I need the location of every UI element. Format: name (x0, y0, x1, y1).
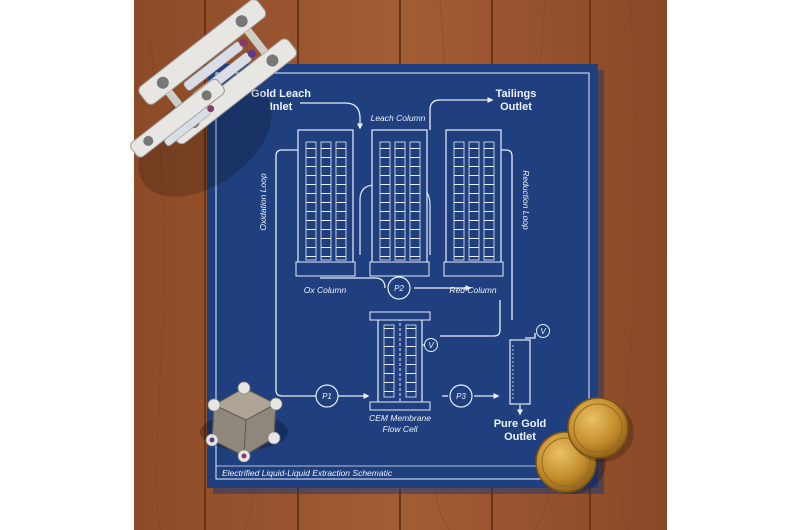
gold-label-line2: Outlet (504, 431, 536, 443)
inlet-label-line1: Gold Leach (251, 88, 311, 100)
ox-column-label: Ox Column (304, 285, 347, 295)
gold-label-line1: Pure Gold (494, 418, 547, 430)
gold-coin-icon (535, 397, 634, 494)
voltage-source-cell: V (424, 338, 438, 352)
voltage-1-label: V (428, 341, 434, 350)
red-column (443, 129, 504, 277)
gold-collector (509, 339, 531, 405)
inlet-label-line2: Inlet (270, 101, 293, 113)
tailings-label-line2: Outlet (500, 101, 532, 113)
tailings-label-line1: Tailings (496, 88, 537, 100)
syringe-robot-icon (130, 0, 297, 197)
cube-device-icon (200, 381, 288, 463)
oxidation-loop-label: Oxidation Loop (258, 173, 268, 230)
pump-p1: P1 (315, 384, 339, 408)
pump-p3-label: P3 (456, 392, 466, 401)
leach-column-label: Leach Column (371, 113, 426, 123)
footer-caption: Electrified Liquid-Liquid Extraction Sch… (222, 468, 393, 478)
pump-p2: P2 (387, 276, 411, 300)
cell-label-line2: Flow Cell (383, 424, 419, 434)
reduction-loop-label: Reduction Loop (521, 170, 531, 230)
voltage-2-label: V (540, 327, 546, 336)
pump-p1-label: P1 (322, 392, 332, 401)
voltage-source-collector: V (536, 324, 550, 338)
cell-label-line1: CEM Membrane (369, 413, 431, 423)
pump-p2-label: P2 (394, 284, 404, 293)
cem-flow-cell (369, 311, 431, 411)
leach-column (369, 129, 430, 277)
red-column-label: Red Column (449, 285, 497, 295)
ox-column (295, 129, 356, 277)
pump-p3: P3 (449, 384, 473, 408)
